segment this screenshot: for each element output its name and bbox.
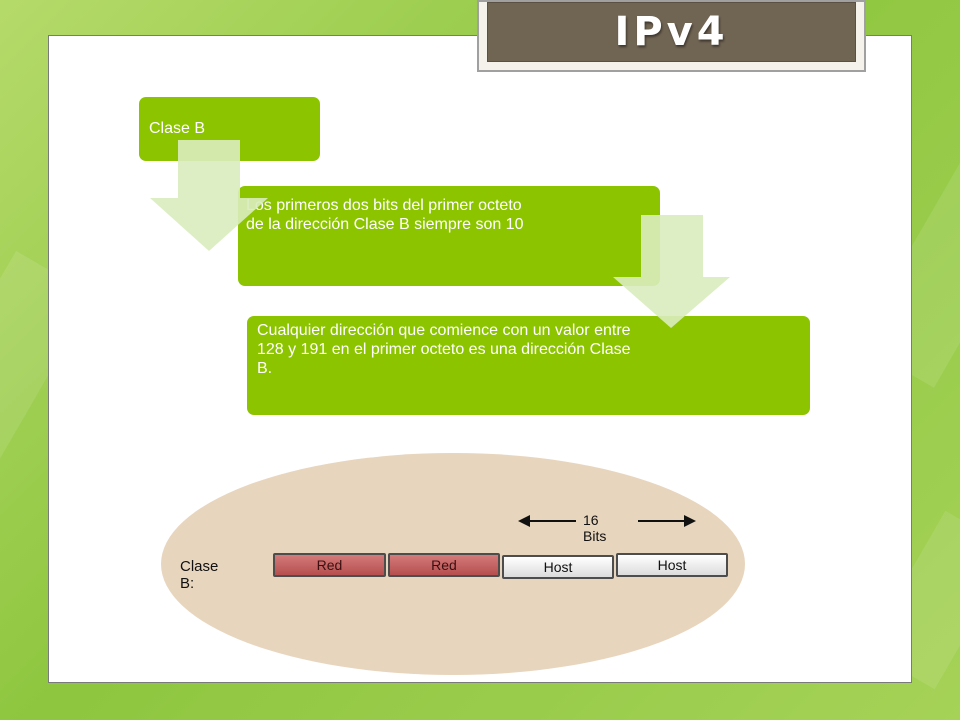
network-octet-label: Red <box>316 557 343 573</box>
left-arrow-icon <box>518 515 576 527</box>
class-label: Clase B: <box>180 558 219 592</box>
host-octet-1: Host <box>502 555 614 579</box>
network-octet-2: Red <box>388 553 500 577</box>
host-octet-label: Host <box>543 559 573 575</box>
step-address-range-text: Cualquier dirección que comience con un … <box>257 322 631 377</box>
step-address-range: Cualquier dirección que comience con un … <box>247 316 810 415</box>
step-class-b-text: Clase B <box>149 120 206 137</box>
right-arrow-icon <box>638 515 696 527</box>
network-octet-1: Red <box>273 553 386 577</box>
bits-label: 16 Bits <box>583 512 607 544</box>
title-frame: IPv4 <box>477 0 866 72</box>
step-first-bits: Los primeros dos bits del primer octeto … <box>238 186 660 286</box>
title-box: IPv4 <box>487 2 856 62</box>
network-octet-label: Red <box>431 557 457 573</box>
down-arrow-icon <box>150 140 268 251</box>
host-octet-2: Host <box>616 553 728 577</box>
host-octet-label: Host <box>657 557 687 573</box>
step-first-bits-text: Los primeros dos bits del primer octeto … <box>246 197 524 233</box>
slide-title: IPv4 <box>614 9 729 55</box>
down-arrow-icon <box>613 215 730 328</box>
